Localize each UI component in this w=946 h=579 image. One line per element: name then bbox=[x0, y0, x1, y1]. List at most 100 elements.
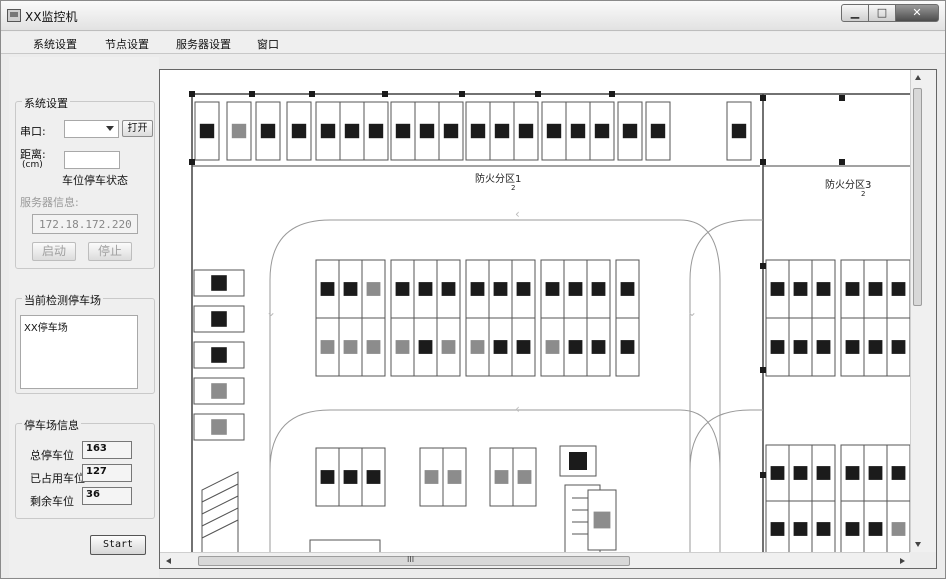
occupied-marker bbox=[845, 466, 860, 480]
occupied-marker bbox=[494, 123, 510, 139]
occupied-marker bbox=[845, 522, 860, 536]
occupied-marker bbox=[816, 340, 831, 354]
top-row-slot[interactable] bbox=[617, 101, 643, 161]
column-post bbox=[609, 91, 615, 97]
occupied-marker bbox=[343, 282, 358, 296]
distance-label: 距离: bbox=[20, 148, 46, 161]
free-spaces-value: 36 bbox=[82, 487, 132, 505]
occupied-marker bbox=[845, 340, 860, 354]
minimize-button[interactable]: ▁ bbox=[841, 4, 869, 22]
stop-service-button[interactable]: 停止 bbox=[88, 242, 132, 261]
occupied-marker bbox=[620, 282, 635, 296]
port-select[interactable] bbox=[64, 120, 119, 138]
start-button[interactable]: Start bbox=[90, 535, 146, 555]
occupied-marker bbox=[868, 466, 883, 480]
maximize-button[interactable]: □ bbox=[868, 4, 896, 22]
scroll-corner bbox=[910, 552, 936, 568]
free-marker bbox=[320, 340, 335, 354]
port-label: 串口: bbox=[20, 125, 46, 138]
occupied-marker bbox=[395, 282, 410, 296]
total-spaces-value: 163 bbox=[82, 441, 132, 459]
fire-zone-label: 防火分区3 bbox=[825, 178, 871, 191]
close-button[interactable]: ✕ bbox=[895, 4, 939, 22]
column-post bbox=[760, 95, 766, 101]
system-settings-group: 系统设置 串口: 打开 距离: (cm) 车位停车状态 服务器信息: 172.1… bbox=[15, 95, 155, 269]
column-post bbox=[249, 91, 255, 97]
occupied-marker bbox=[291, 123, 307, 139]
server-info-label: 服务器信息: bbox=[20, 196, 79, 209]
top-row-slot[interactable] bbox=[226, 101, 252, 161]
direction-arrow-icon: ⌄ bbox=[687, 305, 697, 319]
occupied-marker bbox=[868, 282, 883, 296]
menu-node-settings[interactable]: 节点设置 bbox=[105, 38, 149, 51]
free-marker bbox=[366, 282, 381, 296]
start-service-button[interactable]: 启动 bbox=[32, 242, 76, 261]
fire-zone-label: 防火分区1 bbox=[475, 172, 521, 185]
occupied-marker bbox=[569, 452, 587, 470]
window-controls: ▁ □ ✕ bbox=[841, 4, 939, 22]
occupied-marker bbox=[868, 340, 883, 354]
distance-unit-label: (cm) bbox=[22, 160, 43, 170]
occupied-marker bbox=[260, 123, 276, 139]
scroll-right-arrow-icon[interactable] bbox=[900, 558, 905, 564]
occupied-marker bbox=[793, 466, 808, 480]
occupied-marker bbox=[443, 123, 459, 139]
column-post bbox=[459, 91, 465, 97]
column-post bbox=[535, 91, 541, 97]
used-spaces-label: 已占用车位 bbox=[30, 472, 85, 485]
occupied-marker bbox=[545, 282, 560, 296]
occupied-marker bbox=[546, 123, 562, 139]
free-marker bbox=[395, 340, 410, 354]
lot-list[interactable]: XX停车场 bbox=[20, 315, 138, 389]
occupied-marker bbox=[816, 522, 831, 536]
menu-server-settings[interactable]: 服务器设置 bbox=[176, 38, 231, 51]
parking-status-label: 车位停车状态 bbox=[62, 174, 128, 187]
title-bar[interactable]: XX监控机 ▁ □ ✕ bbox=[1, 1, 945, 31]
lot-info-title: 停车场信息 bbox=[22, 417, 81, 433]
column-post bbox=[189, 91, 195, 97]
occupied-marker bbox=[816, 466, 831, 480]
left-panel: 系统设置 串口: 打开 距离: (cm) 车位停车状态 服务器信息: 172.1… bbox=[9, 57, 159, 577]
vertical-scroll-thumb[interactable] bbox=[913, 88, 922, 306]
menu-system-settings[interactable]: 系统设置 bbox=[33, 38, 77, 51]
scroll-down-arrow-icon[interactable] bbox=[915, 542, 921, 547]
free-spaces-label: 剩余车位 bbox=[30, 495, 74, 508]
occupied-marker bbox=[793, 522, 808, 536]
lot-info-group: 停车场信息 总停车位 163 已占用车位 127 剩余车位 36 bbox=[15, 417, 155, 519]
occupied-marker bbox=[211, 311, 227, 327]
open-port-button[interactable]: 打开 bbox=[122, 120, 153, 137]
column-post bbox=[760, 263, 766, 269]
list-item[interactable]: XX停车场 bbox=[24, 323, 68, 334]
occupied-marker bbox=[770, 522, 785, 536]
distance-input[interactable] bbox=[64, 151, 120, 169]
occupied-marker bbox=[418, 340, 433, 354]
occupied-marker bbox=[845, 282, 860, 296]
menu-window[interactable]: 窗口 bbox=[257, 38, 279, 51]
column-post bbox=[839, 95, 845, 101]
vertical-scrollbar[interactable] bbox=[910, 70, 936, 552]
window-title: XX监控机 bbox=[25, 10, 78, 24]
free-marker bbox=[424, 470, 439, 484]
occupied-marker bbox=[320, 470, 335, 484]
horizontal-scroll-thumb[interactable]: III bbox=[198, 555, 630, 566]
direction-arrow-icon: ‹ bbox=[515, 402, 520, 416]
scroll-left-arrow-icon[interactable] bbox=[166, 558, 171, 564]
horizontal-scrollbar[interactable]: III bbox=[160, 552, 910, 568]
occupied-marker bbox=[368, 123, 384, 139]
occupied-marker bbox=[419, 123, 435, 139]
server-ip-field: 172.18.172.220 bbox=[32, 214, 138, 234]
occupied-marker bbox=[516, 282, 531, 296]
occupied-marker bbox=[211, 347, 227, 363]
scroll-up-arrow-icon[interactable] bbox=[915, 75, 921, 80]
fire-zone-subscript: 2 bbox=[511, 184, 515, 192]
occupied-marker bbox=[470, 282, 485, 296]
occupied-marker bbox=[793, 340, 808, 354]
current-lot-group: 当前检测停车场 XX停车场 bbox=[15, 292, 155, 394]
column-post bbox=[382, 91, 388, 97]
occupied-marker bbox=[470, 123, 486, 139]
occupied-marker bbox=[568, 282, 583, 296]
occupied-marker bbox=[441, 282, 456, 296]
